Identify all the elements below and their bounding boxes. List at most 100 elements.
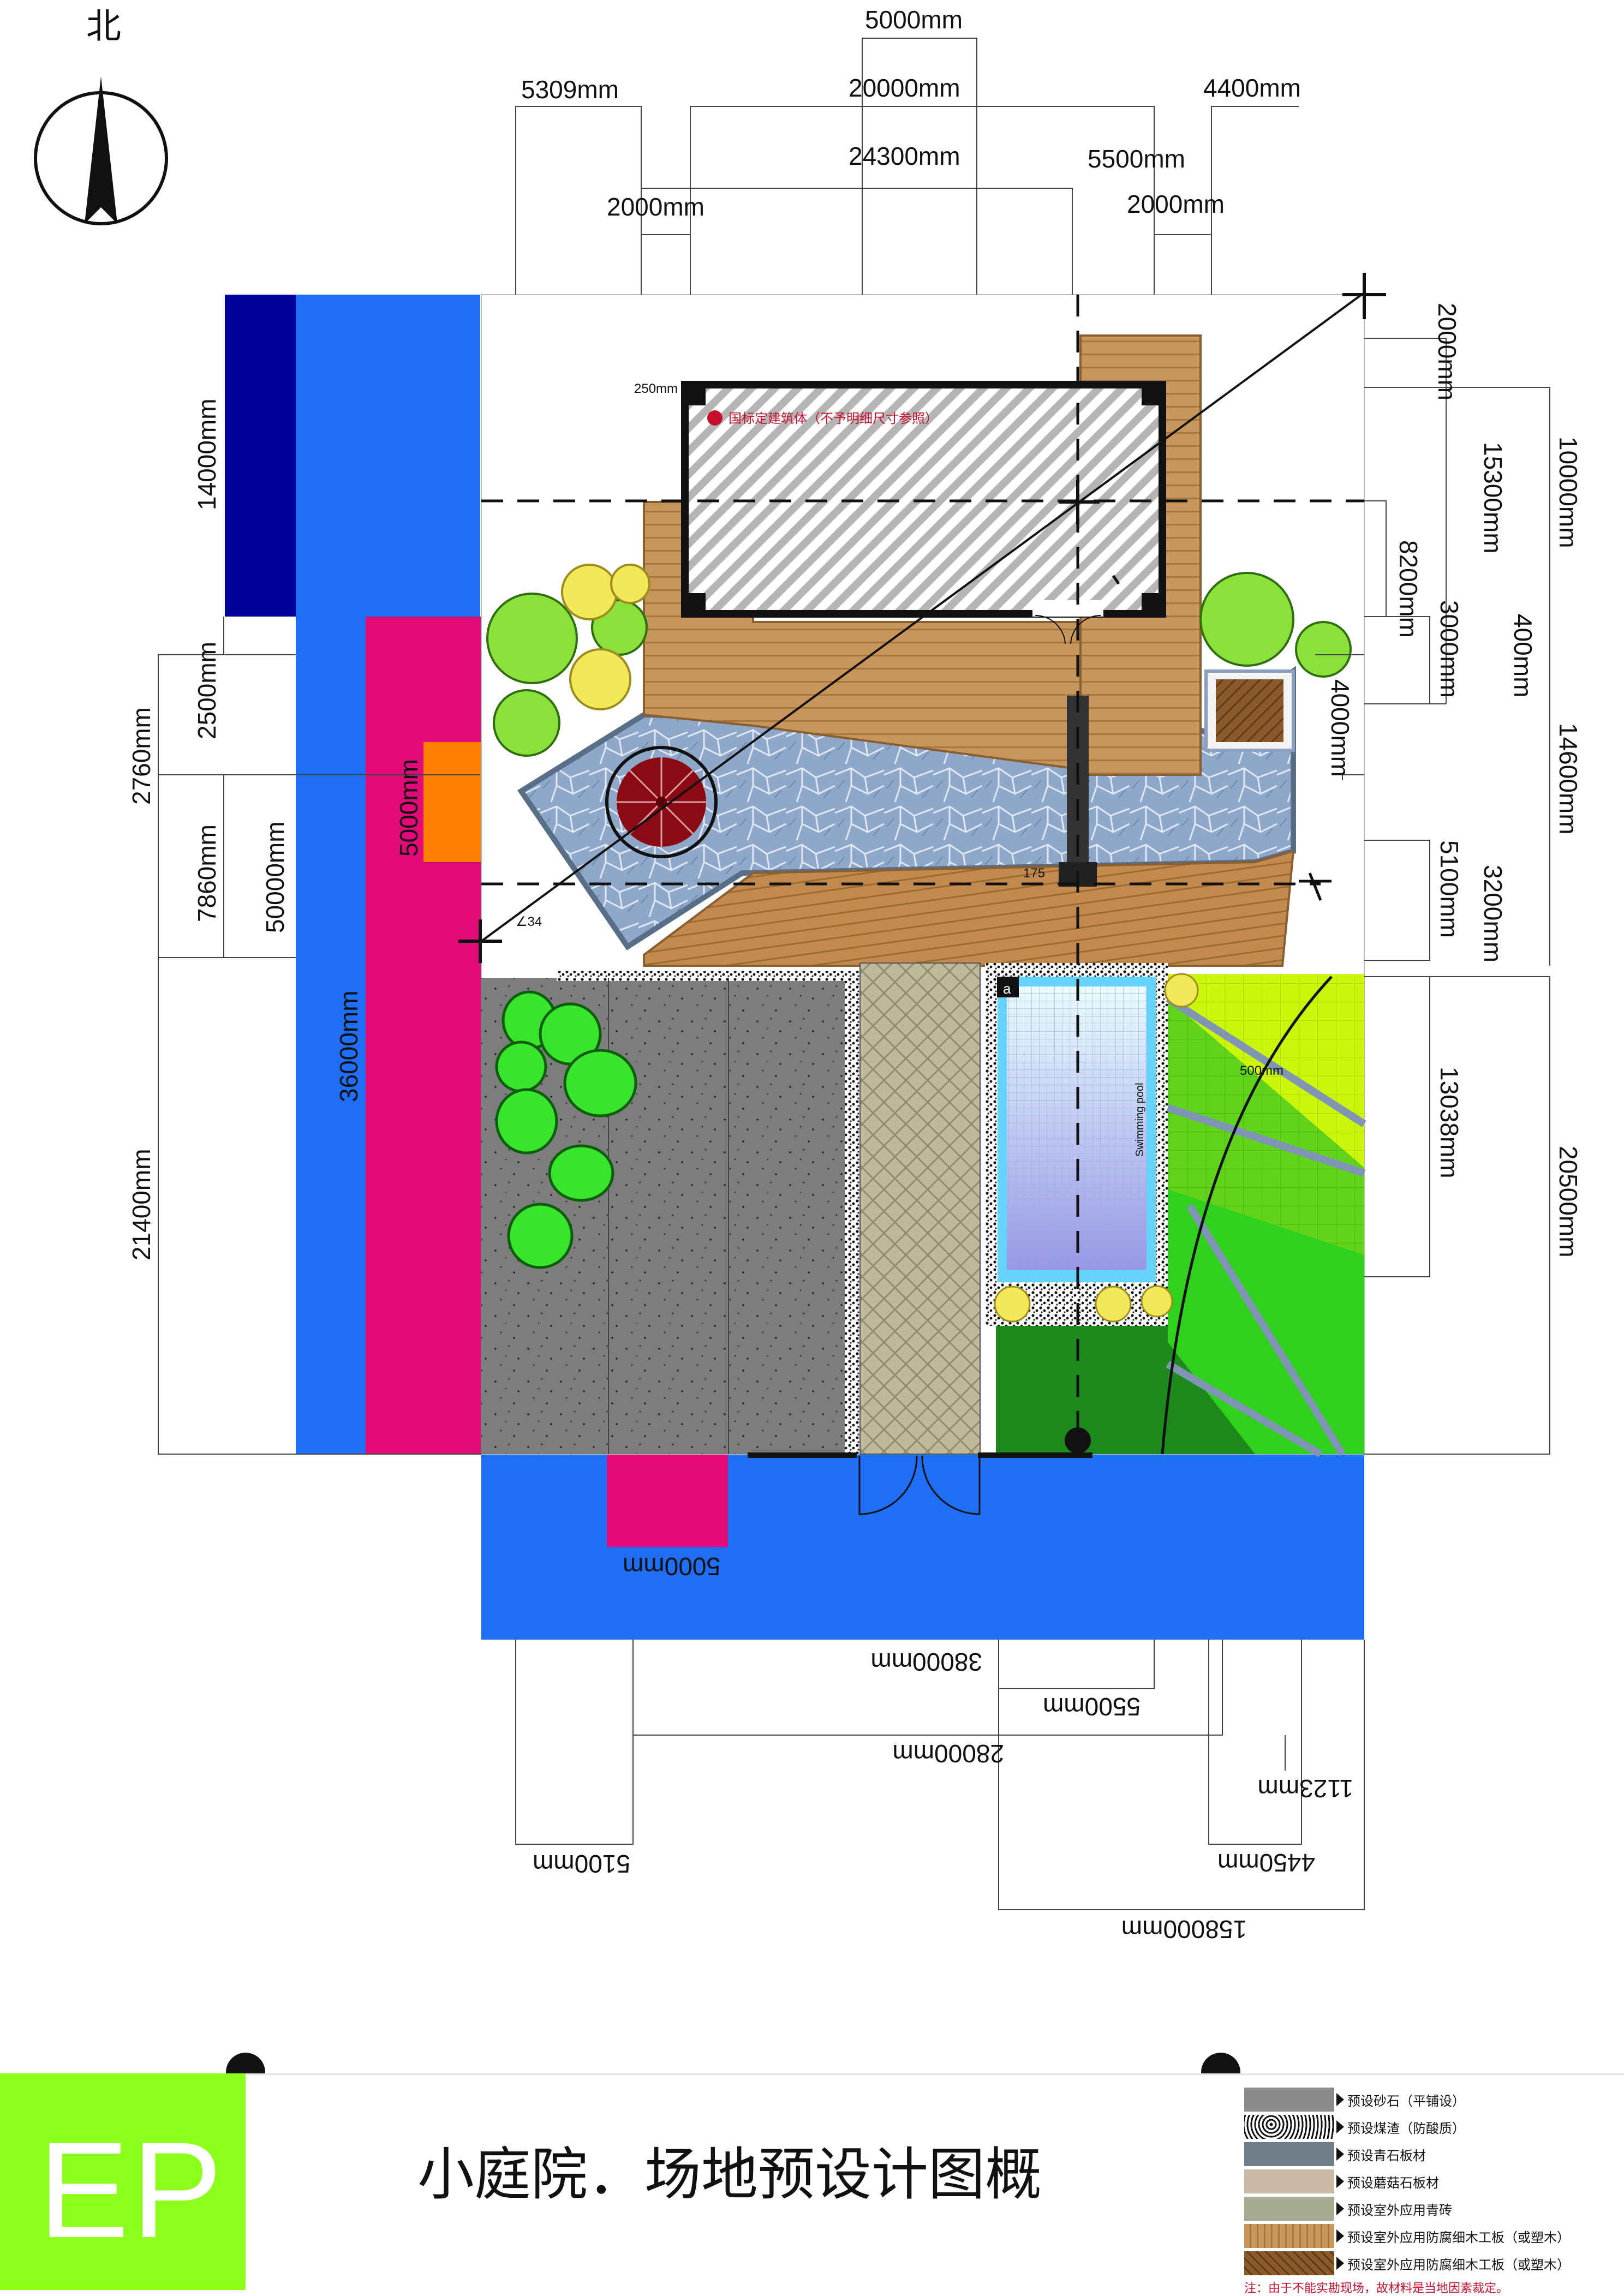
dim-label: 38000mm bbox=[870, 1648, 982, 1676]
blue-brick-path bbox=[859, 962, 981, 1455]
dim-label: 2000mm bbox=[1127, 190, 1225, 218]
lower-wood-deck bbox=[643, 850, 1295, 967]
axis-dot bbox=[1065, 1427, 1091, 1454]
navy-strip bbox=[225, 295, 296, 617]
dim-label: 5500mm bbox=[1043, 1693, 1141, 1721]
dim-label: 5000mm bbox=[865, 5, 963, 34]
arrow-right-icon bbox=[1336, 2175, 1344, 2188]
magenta-bottom-block bbox=[607, 1454, 728, 1547]
dim-label: 4000mm bbox=[1326, 679, 1354, 777]
dim-label: 36000mm bbox=[335, 990, 363, 1102]
dim-label: 158000mm bbox=[1121, 1915, 1247, 1944]
cinder-edge bbox=[845, 971, 860, 1454]
legend-item: 预设室外应用防腐细木工板（或塑木） bbox=[1244, 2251, 1621, 2275]
tree-cluster-east bbox=[1199, 572, 1352, 678]
dim-label: 20500mm bbox=[1554, 1146, 1583, 1258]
mushroom-stone-swatch bbox=[1244, 2169, 1334, 2193]
footer-divider bbox=[0, 2073, 1624, 2075]
footer-dot bbox=[1201, 2053, 1240, 2073]
dim-label: 3200mm bbox=[1479, 865, 1507, 962]
dim-label: 50000mm bbox=[261, 821, 289, 933]
dark-wood-swatch bbox=[1244, 2251, 1334, 2275]
blue-brick-swatch bbox=[1244, 2197, 1334, 2221]
gravel-swatch bbox=[1244, 2088, 1334, 2112]
blue-strip-top bbox=[296, 295, 480, 617]
dim-label: 13038mm bbox=[1435, 1067, 1464, 1179]
legend-label: 预设煤渣（防酸质） bbox=[1347, 2120, 1465, 2136]
red-dot-icon bbox=[707, 410, 723, 426]
stepping-strips bbox=[1166, 995, 1366, 1458]
dim-label: 5309mm bbox=[521, 75, 619, 104]
dim-label: 5000mm bbox=[395, 759, 423, 857]
arrow-right-icon bbox=[1336, 2202, 1344, 2215]
pool-marker-box bbox=[997, 977, 1019, 997]
south-wall bbox=[748, 1452, 857, 1458]
dim-label: 14000mm bbox=[193, 398, 221, 510]
ep-badge: EP bbox=[0, 2073, 246, 2290]
diagonal-axis bbox=[480, 294, 1363, 942]
ep-badge-label: EP bbox=[38, 2114, 225, 2266]
gap-label: 250mm bbox=[634, 381, 678, 396]
dimension-labels-bottom: 5000mm 38000mm 5500mm 28000mm 1123mm 510… bbox=[533, 1552, 1353, 1944]
dim-label: 5100mm bbox=[1435, 840, 1464, 938]
south-wall bbox=[978, 1452, 1092, 1458]
dim-label: 4450mm bbox=[1217, 1849, 1315, 1877]
arc-line bbox=[1161, 976, 1333, 1455]
south-door-icon bbox=[858, 1455, 981, 1515]
legend-item: 预设蘑菇石板材 bbox=[1244, 2169, 1621, 2193]
legend-item: 预设室外应用防腐细木工板（或塑木） bbox=[1244, 2224, 1621, 2248]
cinder-edge bbox=[557, 971, 849, 981]
building-note: 国标定建筑体（不予明细尺寸参照） bbox=[729, 411, 938, 426]
wood-board-swatch bbox=[1244, 2224, 1334, 2248]
pool-label: Swimming pool bbox=[1134, 1083, 1146, 1157]
legend-label: 预设室外应用防腐细木工板（或塑木） bbox=[1347, 2257, 1570, 2273]
angle-34-label: ∠34 bbox=[516, 914, 542, 929]
building-door-gap bbox=[1032, 600, 1103, 617]
angle-175-label: 175 bbox=[1023, 866, 1045, 881]
legend-label: 预设蘑菇石板材 bbox=[1347, 2175, 1439, 2191]
parasol bbox=[605, 746, 718, 858]
dim-label: 24300mm bbox=[849, 142, 960, 170]
north-compass: 北 bbox=[34, 7, 168, 225]
dim-label: 8200mm bbox=[1394, 540, 1423, 638]
dim-label: 2000mm bbox=[607, 193, 704, 221]
legend-label: 预设砂石（平铺设） bbox=[1347, 2093, 1465, 2109]
north-arrow-icon bbox=[85, 76, 117, 224]
dim-label: 21400mm bbox=[127, 1149, 156, 1260]
dim-label: 10000mm bbox=[1554, 437, 1583, 548]
dim-label: 5500mm bbox=[1088, 145, 1185, 173]
cinder-swatch bbox=[1244, 2115, 1334, 2139]
dimension-labels-right: 2000mm 15300mm 10000mm 8200mm 3000mm 400… bbox=[1326, 303, 1583, 1258]
building-column bbox=[1142, 385, 1162, 405]
dim-label: 1123mm bbox=[1257, 1774, 1353, 1803]
dimension-labels-left: 14000mm 2500mm 2760mm 5000mm 7860mm 5000… bbox=[127, 398, 423, 1260]
site-plan: 北 国标定建筑体（不予明细尺寸参照） 250mm 175 bbox=[34, 5, 1583, 2073]
legend-note: 注：由于不能实勘现场，故材料是当地因素裁定。 bbox=[1244, 2282, 1509, 2295]
orange-block bbox=[423, 742, 481, 862]
page-title: 小庭院．场地预设计图概 bbox=[417, 2141, 1042, 2208]
legend-label: 预设室外应用青砖 bbox=[1347, 2202, 1452, 2218]
dim-label: 15300mm bbox=[1479, 442, 1507, 554]
building-door-icon bbox=[1035, 614, 1101, 644]
legend-item: 预设砂石（平铺设） bbox=[1244, 2088, 1621, 2112]
legend-label: 预设青石板材 bbox=[1347, 2148, 1426, 2163]
dim-label: 2000mm bbox=[1433, 303, 1461, 400]
pool-shrubs bbox=[994, 973, 1199, 1323]
north-label: 北 bbox=[86, 7, 121, 47]
legend-label: 预设室外应用防腐细木工板（或塑木） bbox=[1347, 2229, 1570, 2245]
dim-label: 7860mm bbox=[193, 824, 221, 922]
building-column bbox=[685, 593, 706, 614]
arrow-right-icon bbox=[1336, 2120, 1344, 2133]
arrow-right-icon bbox=[1336, 2257, 1344, 2270]
dim-label: 4400mm bbox=[1203, 74, 1301, 102]
dim-label: 14600mm bbox=[1554, 723, 1583, 835]
dim-label: 20000mm bbox=[849, 74, 960, 102]
crosshair-icon bbox=[458, 919, 502, 963]
arrow-right-icon bbox=[1336, 2229, 1344, 2243]
tree-cluster-west bbox=[486, 564, 650, 757]
pool-marker-label: a bbox=[1003, 980, 1011, 997]
blue-strip-left bbox=[296, 617, 366, 1454]
building-column bbox=[1142, 593, 1162, 614]
bluestone-swatch bbox=[1244, 2142, 1334, 2166]
dim-label: 28000mm bbox=[892, 1739, 1004, 1768]
